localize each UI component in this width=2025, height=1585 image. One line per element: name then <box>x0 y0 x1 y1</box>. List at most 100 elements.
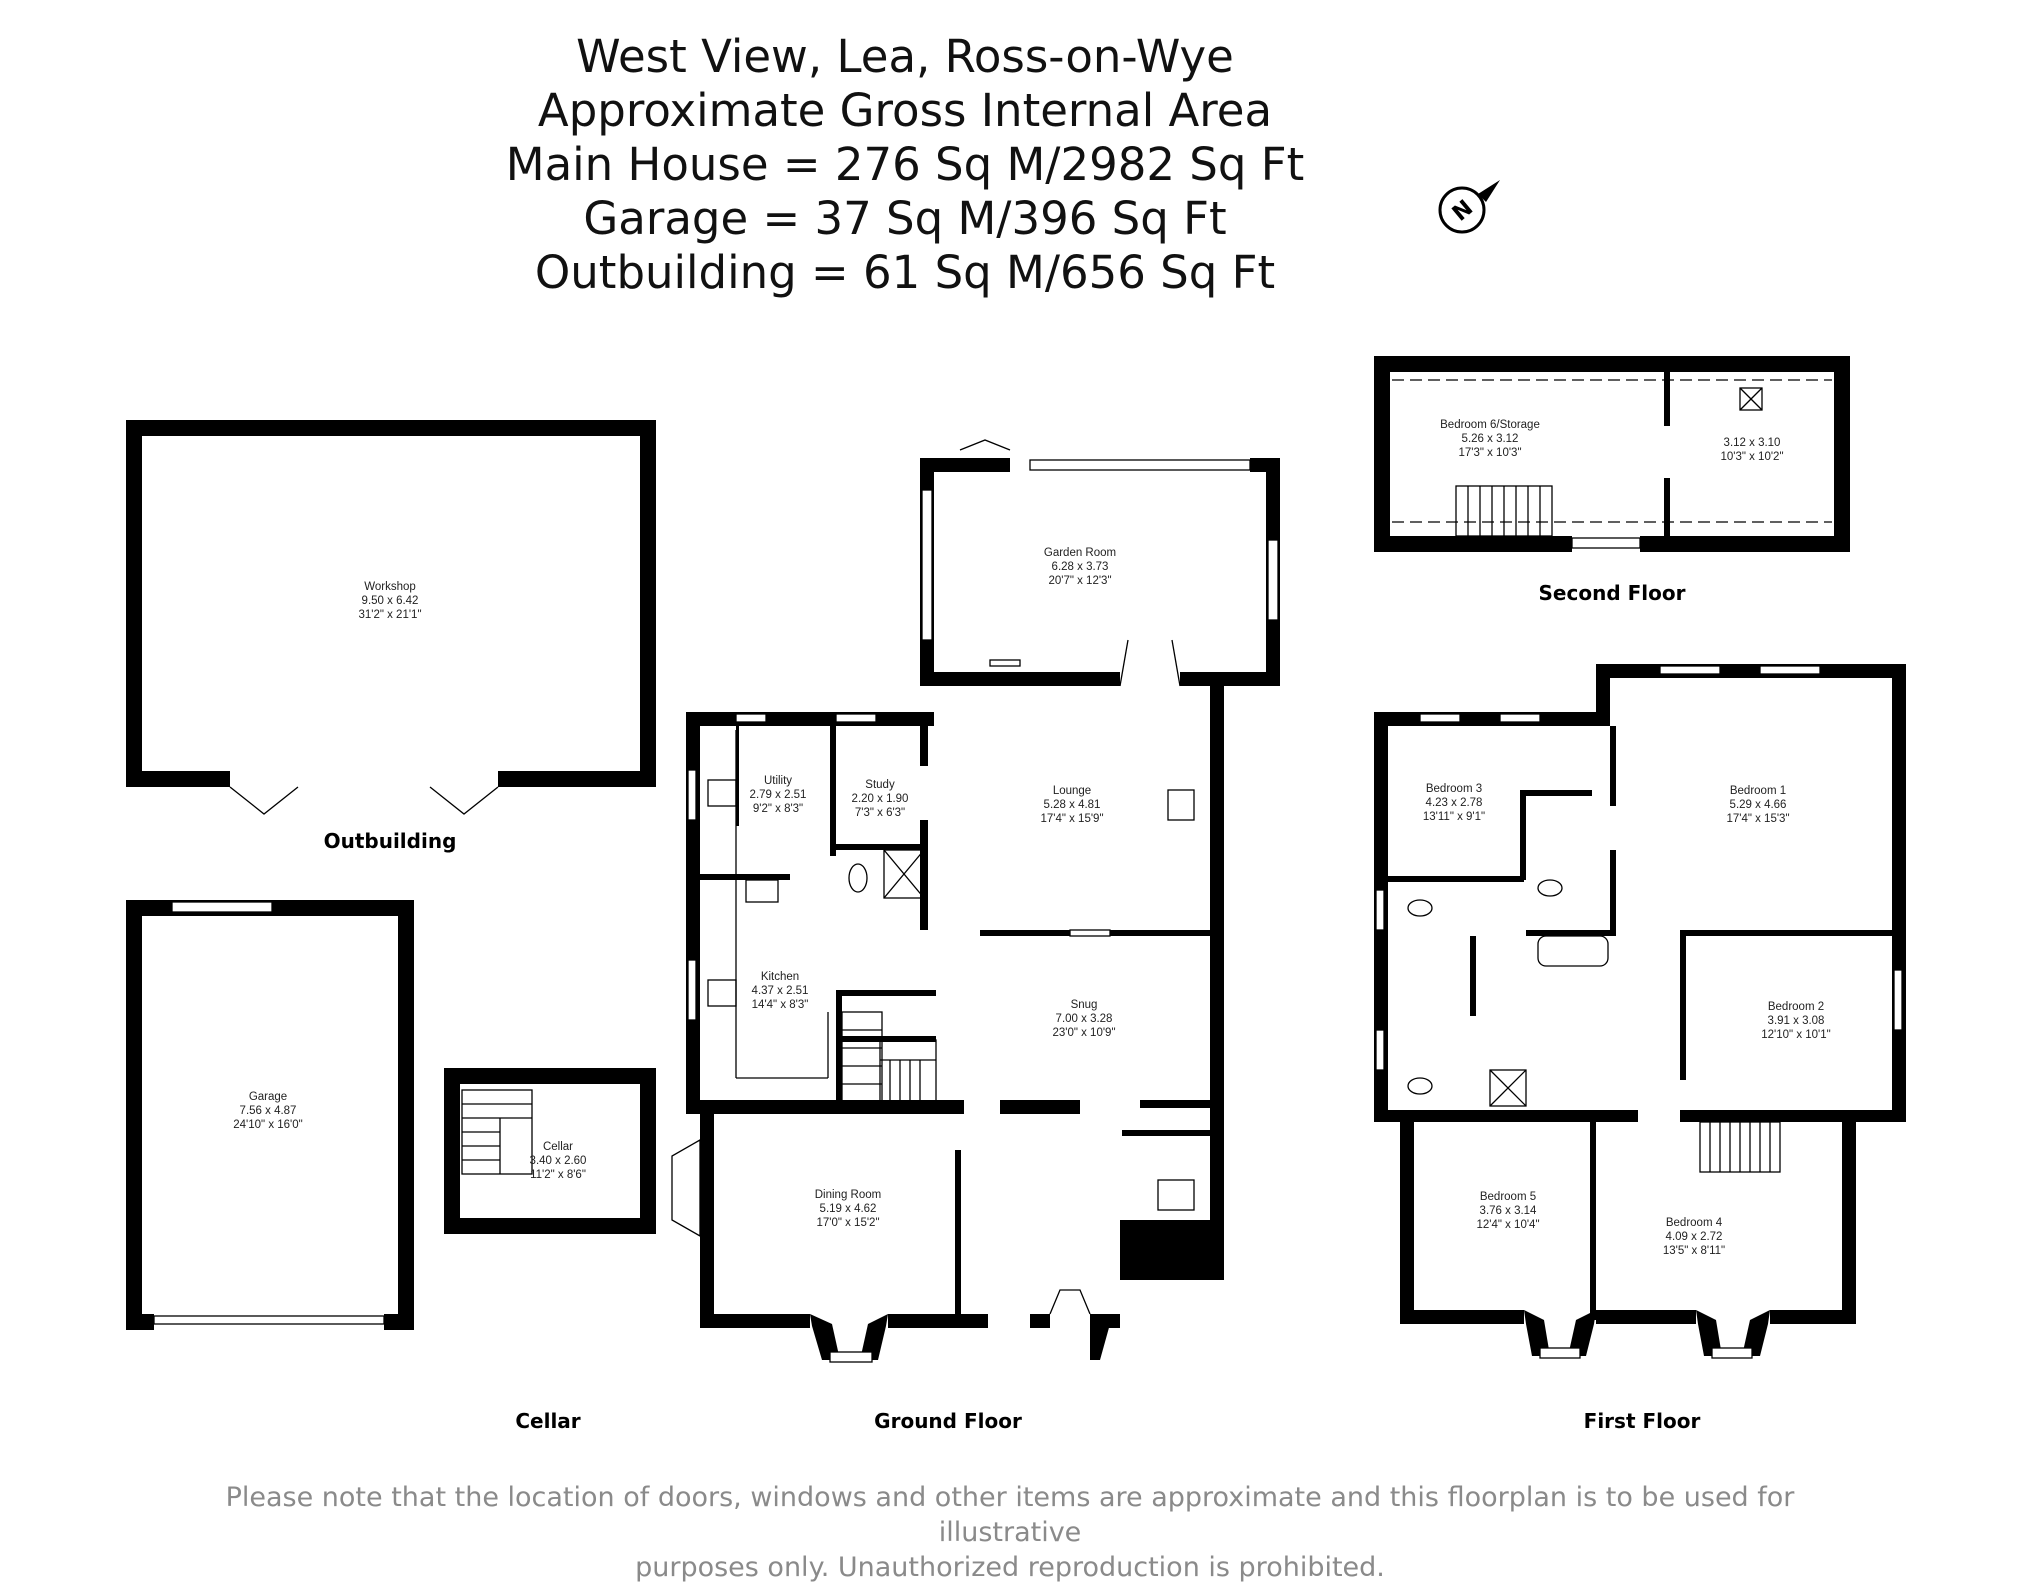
room-metric: 3.12 x 3.10 <box>1724 437 1781 449</box>
room-name: Bedroom 1 <box>1730 785 1786 797</box>
room-label-snug: Snug 7.00 x 3.28 23'0" x 10'9" <box>1052 999 1115 1039</box>
room-label-storage: 3.12 x 3.10 10'3" x 10'2" <box>1720 437 1783 463</box>
room-name: Cellar <box>543 1141 573 1153</box>
second-floor-stairs <box>1455 485 1553 537</box>
garage-plan <box>126 900 414 1330</box>
first-floor-stairs <box>1699 1121 1781 1173</box>
bath-icon <box>1537 935 1609 967</box>
first-floor-toilet-icon <box>1537 879 1563 897</box>
room-name: Utility <box>764 775 792 787</box>
room-label-garden-room: Garden Room 6.28 x 3.73 20'7" x 12'3" <box>1044 547 1116 587</box>
room-name: Bedroom 5 <box>1480 1191 1536 1203</box>
plan-header: West View, Lea, Ross-on-Wye Approximate … <box>430 30 1380 300</box>
room-imperial: 10'3" x 10'2" <box>1720 451 1783 463</box>
en-suite-toilet-icon <box>1407 899 1433 917</box>
disclaimer-line-2: purposes only. Unauthorized reproduction… <box>635 1552 1385 1583</box>
room-imperial: 20'7" x 12'3" <box>1048 575 1111 587</box>
ground-floor-caption: Ground Floor <box>874 1409 1022 1433</box>
room-name: Lounge <box>1053 785 1091 797</box>
room-label-bedroom-6: Bedroom 6/Storage 5.26 x 3.12 17'3" x 10… <box>1440 419 1540 459</box>
room-name: Dining Room <box>815 1189 881 1201</box>
hob-icon <box>745 879 779 903</box>
room-imperial: 12'10" x 10'1" <box>1761 1029 1830 1041</box>
room-label-lounge: Lounge 5.28 x 4.81 17'4" x 15'9" <box>1040 785 1103 825</box>
area-heading: Approximate Gross Internal Area <box>537 84 1273 137</box>
fireplace-icon <box>1167 789 1195 821</box>
room-metric: 4.09 x 2.72 <box>1666 1231 1723 1243</box>
room-imperial: 24'10" x 16'0" <box>233 1119 302 1131</box>
room-metric: 6.28 x 3.73 <box>1052 561 1109 573</box>
room-imperial: 9'2" x 8'3" <box>753 803 803 815</box>
main-house-area: Main House = 276 Sq M/2982 Sq Ft <box>505 138 1305 191</box>
north-letter: N <box>1448 196 1478 227</box>
outbuilding-caption: Outbuilding <box>324 829 457 853</box>
room-imperial: 11'2" x 8'6" <box>530 1169 586 1181</box>
cellar-caption: Cellar <box>515 1409 580 1433</box>
room-imperial: 17'4" x 15'9" <box>1040 813 1103 825</box>
room-label-utility: Utility 2.79 x 2.51 9'2" x 8'3" <box>750 775 807 815</box>
property-address: West View, Lea, Ross-on-Wye <box>576 30 1234 83</box>
north-arrow-icon: N <box>1438 180 1500 234</box>
room-metric: 3.40 x 2.60 <box>530 1155 587 1167</box>
disclaimer: Please note that the location of doors, … <box>170 1480 1850 1585</box>
cellar-plan <box>444 1068 656 1234</box>
room-metric: 2.79 x 2.51 <box>750 789 807 801</box>
room-label-dining-room: Dining Room 5.19 x 4.62 17'0" x 15'2" <box>815 1189 881 1229</box>
room-metric: 5.26 x 3.12 <box>1462 433 1519 445</box>
room-imperial: 13'5" x 8'11" <box>1663 1245 1725 1257</box>
room-imperial: 17'3" x 10'3" <box>1458 447 1521 459</box>
room-name: Snug <box>1071 999 1098 1011</box>
ground-floor-plan <box>671 439 1280 1363</box>
room-metric: 4.37 x 2.51 <box>752 985 809 997</box>
room-name: Garage <box>249 1091 287 1103</box>
room-label-bedroom-2: Bedroom 2 3.91 x 3.08 12'10" x 10'1" <box>1761 1001 1830 1041</box>
room-name: Study <box>865 779 895 791</box>
room-imperial: 17'4" x 15'3" <box>1726 813 1789 825</box>
first-floor-caption: First Floor <box>1584 1409 1701 1433</box>
ground-floor-stairs <box>841 1011 937 1105</box>
room-label-garage: Garage 7.56 x 4.87 24'10" x 16'0" <box>233 1091 302 1131</box>
room-label-bedroom-3: Bedroom 3 4.23 x 2.78 13'11" x 9'1" <box>1423 783 1485 823</box>
toilet-icon <box>848 863 868 893</box>
room-name: Bedroom 2 <box>1768 1001 1824 1013</box>
room-metric: 9.50 x 6.42 <box>362 595 419 607</box>
room-imperial: 13'11" x 9'1" <box>1423 811 1485 823</box>
room-metric: 5.28 x 4.81 <box>1044 799 1101 811</box>
shower-icon <box>883 849 925 899</box>
room-label-study: Study 2.20 x 1.90 7'3" x 6'3" <box>852 779 909 819</box>
room-imperial: 7'3" x 6'3" <box>855 807 905 819</box>
room-metric: 7.56 x 4.87 <box>240 1105 297 1117</box>
room-name: Kitchen <box>761 971 799 983</box>
room-label-kitchen: Kitchen 4.37 x 2.51 14'4" x 8'3" <box>752 971 809 1011</box>
room-imperial: 14'4" x 8'3" <box>752 999 809 1011</box>
room-imperial: 23'0" x 10'9" <box>1052 1027 1115 1039</box>
room-name: Bedroom 6/Storage <box>1440 419 1540 431</box>
disclaimer-line-1: Please note that the location of doors, … <box>225 1482 1795 1548</box>
room-name: Bedroom 4 <box>1666 1217 1723 1229</box>
room-label-bedroom-1: Bedroom 1 5.29 x 4.66 17'4" x 15'3" <box>1726 785 1789 825</box>
room-metric: 2.20 x 1.90 <box>852 793 909 805</box>
second-floor-caption: Second Floor <box>1539 581 1686 605</box>
room-name: Workshop <box>364 581 416 593</box>
room-label-bedroom-4: Bedroom 4 4.09 x 2.72 13'5" x 8'11" <box>1663 1217 1725 1257</box>
room-metric: 3.91 x 3.08 <box>1768 1015 1825 1027</box>
room-metric: 3.76 x 3.14 <box>1480 1205 1538 1217</box>
room-label-cellar: Cellar 3.40 x 2.60 11'2" x 8'6" <box>530 1141 587 1181</box>
workshop-plan <box>126 420 656 815</box>
skylight-icon <box>1739 387 1763 411</box>
first-floor-plan <box>1374 664 1906 1359</box>
utility-sink-icon <box>707 779 737 807</box>
room-metric: 5.19 x 4.62 <box>820 1203 877 1215</box>
first-floor-shower-icon <box>1489 1069 1527 1107</box>
room-imperial: 12'4" x 10'4" <box>1476 1219 1539 1231</box>
room-label-workshop: Workshop 9.50 x 6.42 31'2" x 21'1" <box>358 581 421 621</box>
room-name: Bedroom 3 <box>1426 783 1482 795</box>
room-imperial: 17'0" x 15'2" <box>816 1217 879 1229</box>
room-name: Garden Room <box>1044 547 1116 559</box>
kitchen-sink-icon <box>707 979 737 1007</box>
shower-room-toilet-icon <box>1407 1077 1433 1095</box>
room-imperial: 31'2" x 21'1" <box>358 609 421 621</box>
room-label-bedroom-5: Bedroom 5 3.76 x 3.14 12'4" x 10'4" <box>1476 1191 1539 1231</box>
room-metric: 7.00 x 3.28 <box>1056 1013 1113 1025</box>
